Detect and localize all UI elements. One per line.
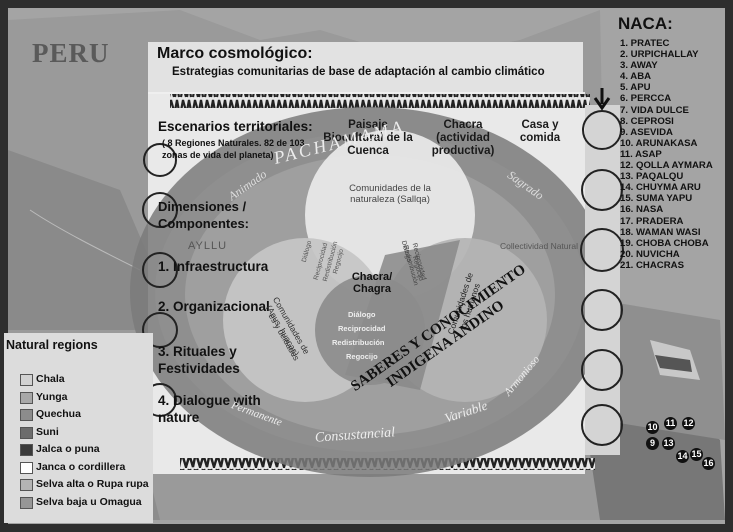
region-label: Chala	[36, 373, 65, 385]
naca-item: 3. AWAY	[620, 60, 658, 72]
map-number: 11	[664, 417, 677, 430]
dimension-1: 1. Infraestructura	[158, 259, 269, 274]
naca-item: 1. PRATEC	[620, 38, 670, 49]
map-number: 10	[646, 421, 659, 434]
dimension-4: 4. Dialogue with nature	[158, 393, 261, 425]
naca-item: 9. ASEVIDA	[620, 126, 673, 138]
naca-list: 1. PRATEC 2. URPICHALLAY 3. AWAY 4. ABA …	[620, 38, 713, 271]
ring-word-ayllu: AYLLU	[188, 240, 228, 252]
naca-item: 17. PRADERA	[620, 215, 684, 227]
woven-border-top	[170, 94, 590, 108]
naca-item: 5. APU	[620, 82, 651, 94]
naca-item: 14. CHUYMA ARU	[620, 182, 701, 194]
naca-item: 13. PAQALQU	[620, 171, 684, 183]
region-swatch	[20, 461, 33, 474]
column-landscape: Paisaje Biocultural de la Cuenca	[323, 119, 413, 157]
naca-item: 6. PERCCA	[620, 93, 672, 105]
naca-item: 4. ABA	[620, 71, 652, 83]
naca-item: 18. WAMAN WASI	[620, 226, 701, 238]
diagram-subtitle: Estrategias comunitarias de base de adap…	[172, 66, 545, 78]
naca-item: 19. CHOBA CHOBA	[620, 237, 709, 249]
title-panel	[148, 42, 583, 94]
center-word-4: Regocijo	[346, 352, 378, 361]
region-label: Selva alta o Rupa rupa	[36, 478, 149, 490]
map-number: 14	[676, 450, 689, 463]
center-label: Chacra/ Chagra	[351, 271, 393, 295]
naca-title: NACA:	[618, 14, 673, 33]
naca-item: 2. URPICHALLAY	[620, 49, 699, 61]
diagram-title: Marco cosmológico:	[157, 45, 313, 62]
naca-item: 12. QOLLA AYMARA	[620, 160, 713, 172]
down-arrow-icon	[593, 88, 611, 111]
scenarios-title: Escenarios territoriales:	[158, 119, 313, 134]
naca-item: 7. VIDA DULCE	[620, 104, 689, 116]
region-label: Yunga	[36, 390, 68, 403]
naca-item: 10. ARUNAKASA	[620, 137, 698, 149]
map-number: 15	[690, 448, 703, 461]
country-label: PERU	[32, 38, 110, 68]
circle-top-label: Comunidades de la naturaleza (Sallqa)	[349, 183, 431, 205]
map-number: 16	[702, 457, 715, 470]
naca-item: 8. CEPROSI	[620, 115, 674, 127]
region-swatch	[20, 391, 33, 404]
map-number: 12	[682, 417, 695, 430]
center-word-2: Reciprocidad	[338, 324, 386, 333]
region-swatch	[20, 426, 33, 439]
naca-item: 16. NASA	[620, 204, 664, 216]
naca-item: 21. CHACRAS	[620, 259, 684, 271]
region-label: Janca o cordillera	[36, 460, 126, 473]
region-swatch	[20, 374, 33, 386]
region-label: Quechua	[36, 408, 81, 420]
region-swatch	[20, 444, 33, 456]
naca-item: 11. ASAP	[620, 148, 662, 160]
dimensions-title: Dimensiones / Componentes:	[158, 199, 249, 231]
region-label: Selva baja u Omagua	[36, 495, 142, 508]
region-label: Suni	[36, 425, 59, 438]
center-chacra	[315, 275, 425, 385]
scenarios-detail: ( 8 Regiones Naturales. 82 de 103 zonas …	[162, 138, 305, 160]
naca-item: 20. NUVICHA	[620, 248, 680, 260]
region-swatch	[20, 496, 33, 509]
center-word-1: Diálogo	[348, 310, 376, 319]
region-label: Jalca o puna	[36, 443, 100, 455]
map-number: 9	[646, 437, 659, 450]
naca-item: 15. SUMA YAPU	[620, 193, 693, 205]
region-swatch	[20, 409, 33, 421]
column-chacra: Chacra (actividad productiva)	[431, 119, 495, 157]
dimension-3: 3. Rituales y Festividades	[158, 344, 240, 376]
center-word-3: Redistribución	[332, 338, 385, 347]
region-swatch	[20, 479, 33, 491]
natural-regions-title: Natural regions	[6, 338, 98, 352]
ring-word-collectividad: Collectividad Natural	[500, 241, 578, 251]
dimension-2: 2. Organizacional	[158, 299, 270, 314]
column-home: Casa y comida	[519, 119, 561, 144]
map-number: 13	[662, 437, 675, 450]
